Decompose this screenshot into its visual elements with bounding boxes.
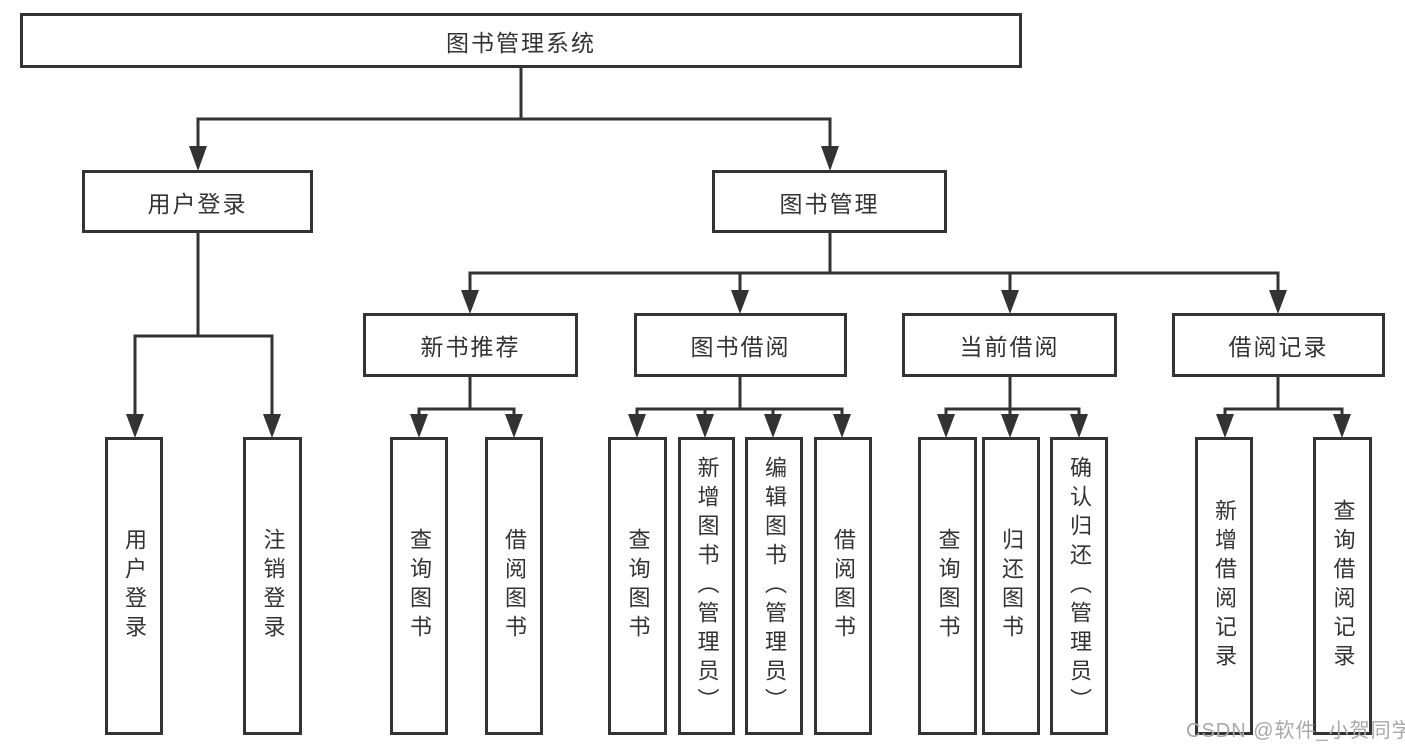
watermark-text: CSDN @软件_小贺同学 xyxy=(1186,720,1405,742)
node-new-book-recommend: 新书推荐 xyxy=(363,313,578,377)
leaf-current-query-book: 查询图书 xyxy=(918,437,977,735)
node-book-management: 图书管理 xyxy=(712,170,947,233)
connector-user-login-children xyxy=(126,233,281,438)
connector-book-borrow-children xyxy=(628,377,851,438)
leaf-current-confirm-return-admin: 确认归还（管理员） xyxy=(1050,437,1108,735)
connector-new-book-recommend-children xyxy=(410,377,523,438)
node-book-borrow: 图书借阅 xyxy=(634,313,847,377)
node-root-library-system: 图书管理系统 xyxy=(20,13,1022,68)
node-borrow-records: 借阅记录 xyxy=(1172,313,1385,377)
leaf-borrow-borrow-book: 借阅图书 xyxy=(814,437,872,735)
node-current-borrow: 当前借阅 xyxy=(902,313,1117,377)
leaf-recommend-query-book: 查询图书 xyxy=(390,437,448,735)
connector-book-management-children xyxy=(461,233,1287,314)
connector-root-to-level1 xyxy=(189,68,839,171)
leaf-borrow-query-book: 查询图书 xyxy=(608,437,667,735)
connector-borrow-records-children xyxy=(1216,377,1351,438)
leaf-records-add-record: 新增借阅记录 xyxy=(1195,437,1253,735)
leaf-user-login: 用户登录 xyxy=(105,437,163,735)
node-user-login: 用户登录 xyxy=(82,170,313,233)
leaf-records-query-record: 查询借阅记录 xyxy=(1313,437,1372,735)
leaf-logout: 注销登录 xyxy=(243,437,302,735)
leaf-borrow-edit-book-admin: 编辑图书（管理员） xyxy=(745,437,803,735)
leaf-current-return-book: 归还图书 xyxy=(982,437,1040,735)
connector-current-borrow-children xyxy=(937,377,1088,438)
leaf-recommend-borrow-book: 借阅图书 xyxy=(485,437,543,735)
leaf-borrow-add-book-admin: 新增图书（管理员） xyxy=(678,437,735,735)
